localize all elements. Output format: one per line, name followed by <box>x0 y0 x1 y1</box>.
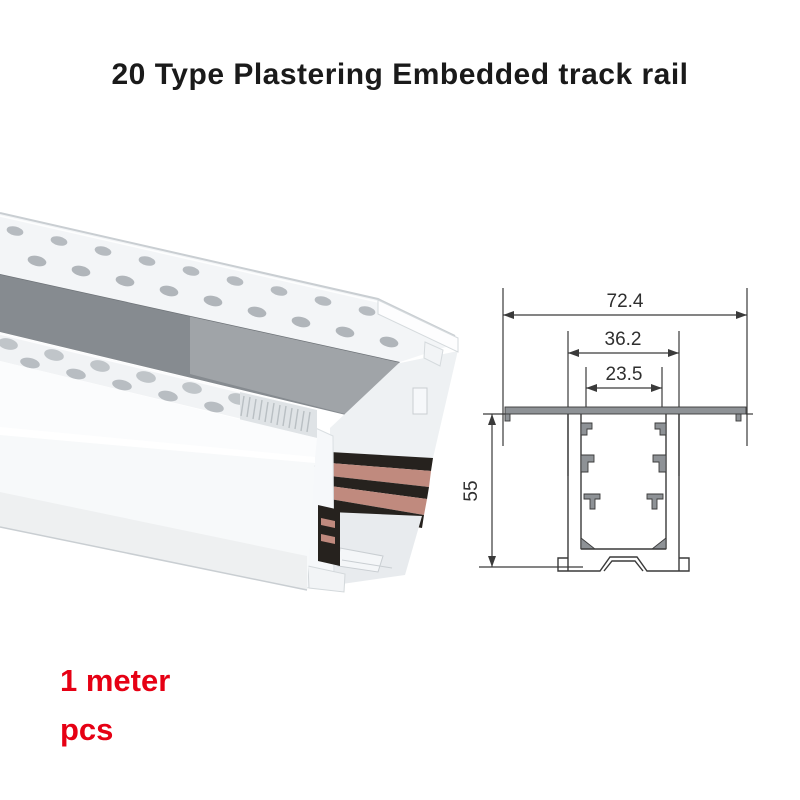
cross-section-drawing: 72.4 36.2 23.5 55 <box>461 288 753 572</box>
rail-channel-floor <box>330 512 422 585</box>
rail-far-wall-end <box>330 349 459 458</box>
dim-label-23-5: 23.5 <box>606 364 643 385</box>
quantity-note-line1: 1 meter <box>60 663 171 698</box>
lower-flange-holes <box>0 338 294 424</box>
serrated-edge <box>240 392 317 438</box>
plaster-flange-plate <box>504 406 747 415</box>
top-plaster-flange <box>0 212 456 362</box>
dim-label-36-2: 36.2 <box>605 329 642 350</box>
quantity-note-line2: pcs <box>60 712 114 747</box>
dim-inner-channel-width: 23.5 <box>586 364 662 392</box>
page-title: 20 Type Plastering Embedded track rail <box>111 58 689 91</box>
dim-height: 55 <box>461 414 496 567</box>
lower-plaster-flange <box>0 333 317 438</box>
dim-label-72-4: 72.4 <box>607 291 644 312</box>
dim-outer-channel-width: 36.2 <box>568 329 679 357</box>
top-flange-end-lip <box>377 299 459 367</box>
product-photo <box>0 190 480 610</box>
quantity-note: 1 meter pcs <box>60 656 170 754</box>
track-rail-photo-illustration <box>0 212 459 593</box>
profile-cross-section <box>504 406 747 572</box>
dim-overall-width: 72.4 <box>503 291 747 319</box>
dim-label-55: 55 <box>461 480 482 501</box>
dimension-diagram: 72.4 36.2 23.5 55 <box>455 275 775 595</box>
conductor-end-block <box>318 505 340 566</box>
rail-front-face <box>0 361 317 591</box>
rail-bottom-foot <box>307 565 346 593</box>
mounting-clip-tab <box>412 387 428 415</box>
